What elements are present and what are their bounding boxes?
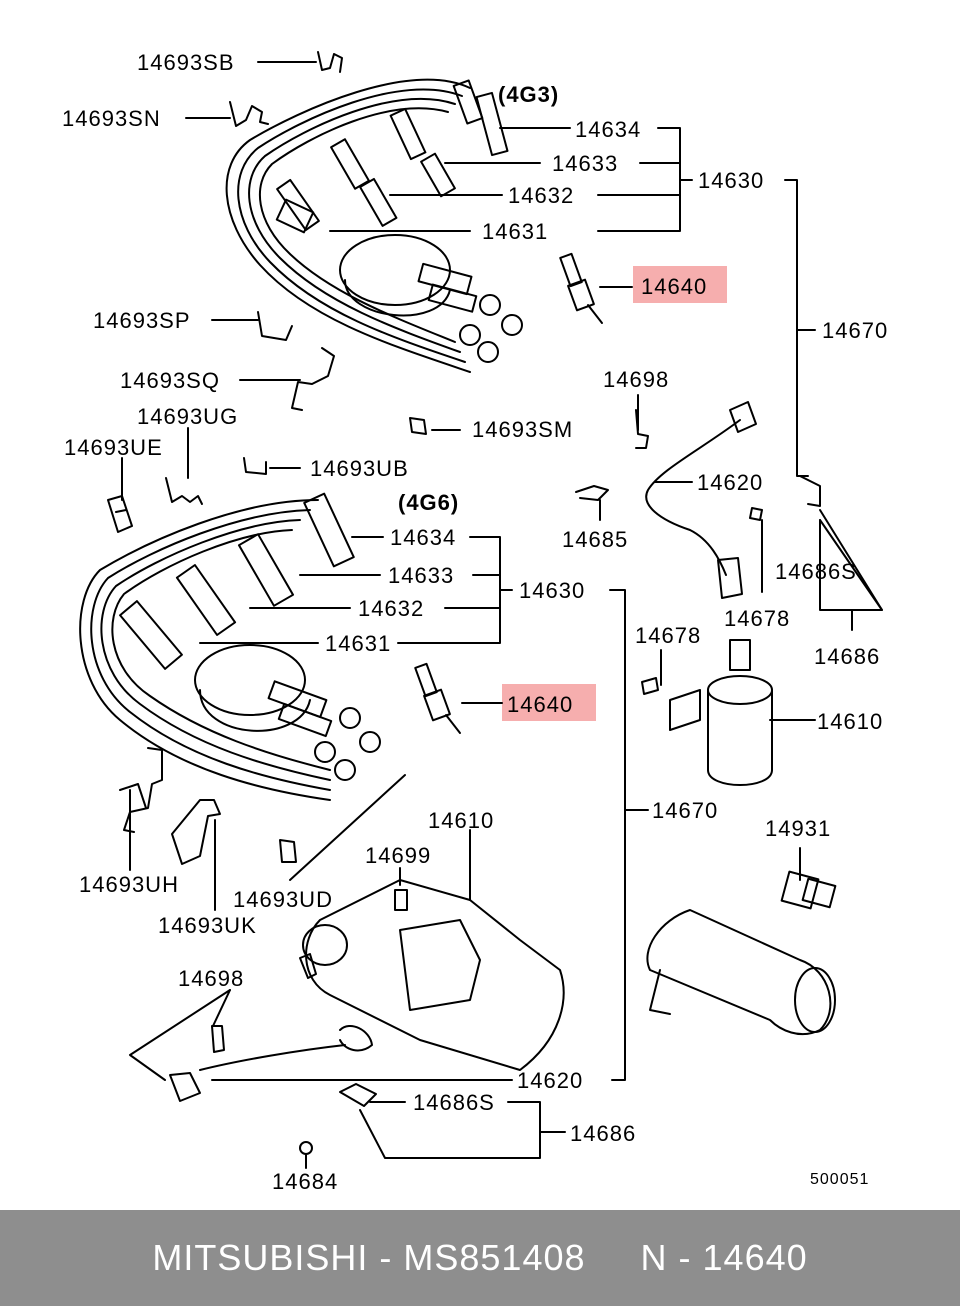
parts-diagram: 14693SB 14693SN (4G3) 14634 14633 14632 … — [62, 50, 888, 1194]
footer-part-number: MS851408 — [403, 1237, 586, 1278]
label-14620-upper[interactable]: 14620 — [697, 470, 763, 495]
leader-lines — [121, 61, 883, 1169]
footer-gap — [586, 1237, 641, 1279]
label-14693SQ[interactable]: 14693SQ — [120, 368, 220, 393]
diagram-code: 500051 — [810, 1171, 869, 1188]
clip-icons-upper — [107, 51, 427, 533]
label-14620-lower[interactable]: 14620 — [517, 1068, 583, 1093]
label-14610-right[interactable]: 14610 — [817, 709, 883, 734]
label-14631-lower[interactable]: 14631 — [325, 631, 391, 656]
label-engine-4G3: (4G3) — [498, 82, 559, 107]
label-14686-upper[interactable]: 14686 — [814, 644, 880, 669]
label-14698-upper[interactable]: 14698 — [603, 367, 669, 392]
label-14685[interactable]: 14685 — [562, 527, 628, 552]
label-14693SP[interactable]: 14693SP — [93, 308, 191, 333]
label-14633-upper[interactable]: 14633 — [552, 151, 618, 176]
label-14670-lower[interactable]: 14670 — [652, 798, 718, 823]
label-14686S-lower[interactable]: 14686S — [413, 1090, 495, 1115]
label-14633-lower[interactable]: 14633 — [388, 563, 454, 588]
label-14670-upper[interactable]: 14670 — [822, 318, 888, 343]
highlight-14640-lower — [502, 684, 596, 721]
cable-set-4g3-drawing — [225, 78, 523, 373]
label-14693SN[interactable]: 14693SN — [62, 106, 161, 131]
part-labels: 14693SB 14693SN (4G3) 14634 14633 14632 … — [62, 50, 888, 1194]
label-14684[interactable]: 14684 — [272, 1169, 338, 1194]
ht-cable-upper — [575, 401, 821, 599]
label-14931[interactable]: 14931 — [765, 816, 831, 841]
spark-plug-upper — [559, 252, 603, 324]
label-14632-lower[interactable]: 14632 — [358, 596, 424, 621]
label-14693SM[interactable]: 14693SM — [472, 417, 573, 442]
label-14634-lower[interactable]: 14634 — [390, 525, 456, 550]
label-engine-4G6: (4G6) — [398, 490, 459, 515]
label-14678-lower[interactable]: 14678 — [635, 623, 701, 648]
module-14931 — [646, 870, 837, 1036]
engine-block-lower — [169, 839, 565, 1155]
footer-brand: MITSUBISHI — [152, 1237, 369, 1278]
spark-plug-lower — [414, 662, 461, 734]
drawing — [79, 51, 883, 1169]
label-14693UB[interactable]: 14693UB — [310, 456, 409, 481]
label-14698-lower[interactable]: 14698 — [178, 966, 244, 991]
label-14640-upper[interactable]: 14640 — [641, 274, 707, 299]
cable-set-4g6-drawing — [79, 492, 381, 801]
label-14686S-upper[interactable]: 14686S — [775, 559, 857, 584]
label-14630-upper[interactable]: 14630 — [698, 168, 764, 193]
label-14686-lower[interactable]: 14686 — [570, 1121, 636, 1146]
label-14631-upper[interactable]: 14631 — [482, 219, 548, 244]
footer-ref: N - 14640 — [640, 1237, 808, 1278]
ignition-coil-right — [641, 639, 773, 786]
bracket-icons-lower — [119, 747, 317, 979]
label-14678-upper[interactable]: 14678 — [724, 606, 790, 631]
label-14699[interactable]: 14699 — [365, 843, 431, 868]
label-14693UE[interactable]: 14693UE — [64, 435, 163, 460]
label-14693UG[interactable]: 14693UG — [137, 404, 238, 429]
label-14693UK[interactable]: 14693UK — [158, 913, 257, 938]
label-14630-lower[interactable]: 14630 — [519, 578, 585, 603]
label-14693UD[interactable]: 14693UD — [233, 887, 333, 912]
label-14640-lower[interactable]: 14640 — [507, 692, 573, 717]
label-14632-upper[interactable]: 14632 — [508, 183, 574, 208]
highlight-14640-upper — [633, 266, 727, 303]
footer-sep-1: - — [368, 1237, 404, 1278]
footer-bar: MITSUBISHI - MS851408 N - 14640 — [0, 1210, 960, 1306]
label-14693UH[interactable]: 14693UH — [79, 872, 179, 897]
label-14693SB[interactable]: 14693SB — [137, 50, 235, 75]
label-14610-lower[interactable]: 14610 — [428, 808, 494, 833]
label-14634-upper[interactable]: 14634 — [575, 117, 641, 142]
